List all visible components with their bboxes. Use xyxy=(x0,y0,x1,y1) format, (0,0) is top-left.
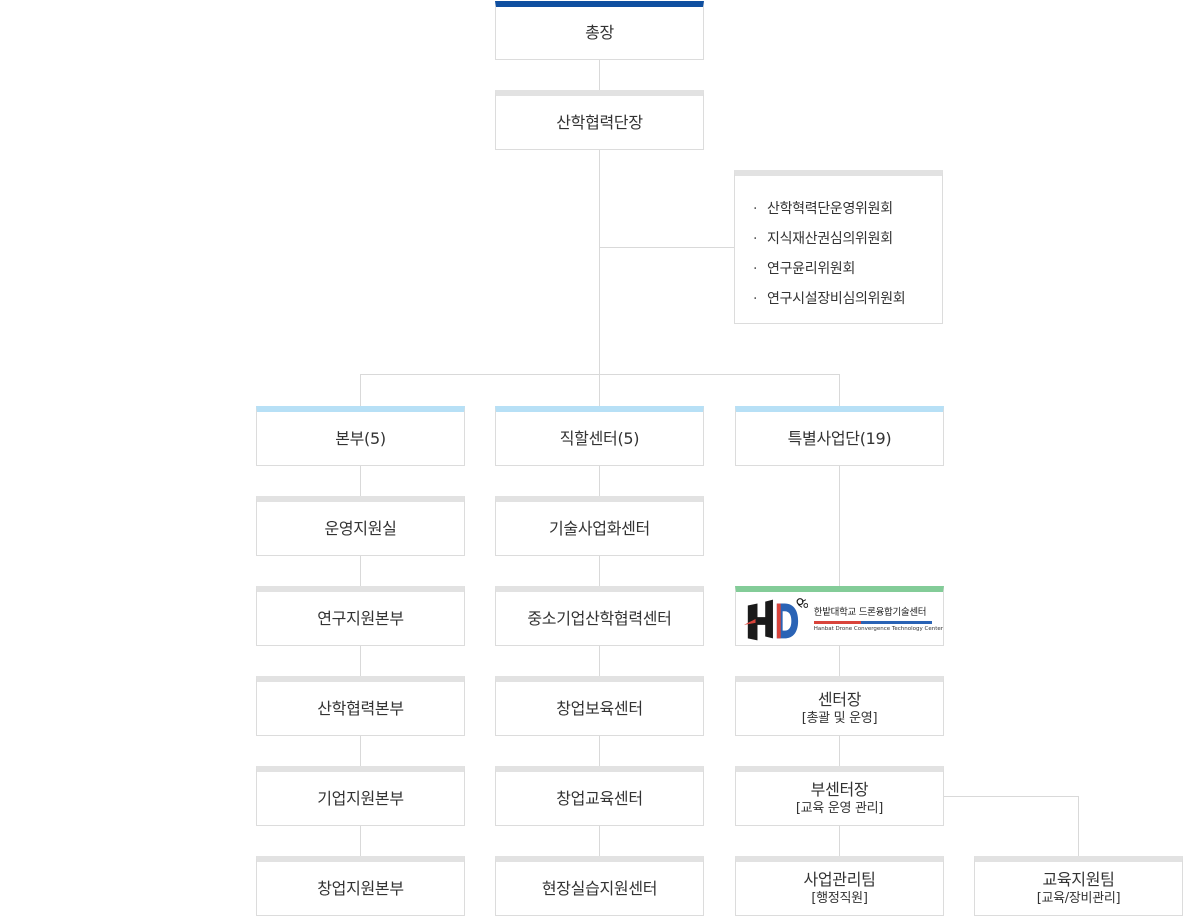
committee-item-label: 지식재산권심의위원회 xyxy=(767,231,893,247)
node-center-item: 창업교육센터 xyxy=(495,766,704,826)
connector-branch-special xyxy=(839,374,840,406)
node-bonbu-item: 기업지원본부 xyxy=(256,766,465,826)
drone-center-logo-subtitle: Hanbat Drone Convergence Technology Cent… xyxy=(813,625,943,632)
committee-item: ·연구윤리위원회 xyxy=(753,261,856,277)
connector-director-main xyxy=(599,150,600,374)
node-center-item-label: 창업교육센터 xyxy=(556,788,643,808)
node-drone-center-logo: 한밭대학교 드론융합기술센터 Hanbat Drone Convergence … xyxy=(735,586,944,646)
drone-center-logo-title: 한밭대학교 드론융합기술센터 xyxy=(813,606,927,618)
connector-centers-column xyxy=(599,466,600,856)
node-admin-team: 사업관리팀 [행정직원] xyxy=(735,856,944,916)
committee-box: ·산학혁력단운영위원회 ·지식재산권심의위원회 ·연구윤리위원회 ·연구시설장비… xyxy=(734,170,943,324)
node-bonbu-item: 산학협력본부 xyxy=(256,676,465,736)
committee-item: ·산학혁력단운영위원회 xyxy=(753,201,893,217)
node-bonbu-item: 운영지원실 xyxy=(256,496,465,556)
drone-center-logo-bar xyxy=(813,620,932,624)
node-industry-director-label: 산학협력단장 xyxy=(556,112,643,132)
node-edu-team-sub: [교육/장비관리] xyxy=(1036,890,1121,906)
committee-item-label: 연구윤리위원회 xyxy=(767,261,856,277)
node-bonbu-item-label: 산학협력본부 xyxy=(317,698,404,718)
node-president-label: 총장 xyxy=(585,23,614,42)
node-centers-header: 직할센터(5) xyxy=(495,406,704,466)
node-center-item: 현장실습지원센터 xyxy=(495,856,704,916)
node-center-item-label: 기술사업화센터 xyxy=(549,518,650,538)
node-bonbu-item-label: 기업지원본부 xyxy=(317,788,404,808)
connector-special-column xyxy=(839,466,840,856)
node-special-header: 특별사업단(19) xyxy=(735,406,944,466)
node-center-item-label: 현장실습지원센터 xyxy=(541,878,658,898)
connector-branch-bonbu xyxy=(360,374,361,406)
node-admin-team-sub: [행정직원] xyxy=(811,890,868,906)
node-center-item: 기술사업화센터 xyxy=(495,496,704,556)
node-bonbu-header-label: 본부(5) xyxy=(335,428,386,448)
connector-vice-edu-vertical xyxy=(1078,796,1079,856)
connector-branch-centers xyxy=(599,374,600,406)
node-bonbu-item: 연구지원본부 xyxy=(256,586,465,646)
node-center-item-label: 창업보육센터 xyxy=(556,698,643,718)
connector-committee xyxy=(599,247,734,248)
node-center-director-sub: [총괄 및 운영] xyxy=(801,710,878,726)
node-center-item: 중소기업산학협력센터 xyxy=(495,586,704,646)
committee-item-label: 연구시설장비심의위원회 xyxy=(767,291,906,307)
node-edu-team: 교육지원팀 [교육/장비관리] xyxy=(974,856,1183,916)
node-bonbu-item-label: 창업지원본부 xyxy=(317,878,404,898)
node-center-director: 센터장 [총괄 및 운영] xyxy=(735,676,944,736)
node-bonbu-item: 창업지원본부 xyxy=(256,856,465,916)
connector-horizontal-branches xyxy=(360,374,840,375)
connector-bonbu-column xyxy=(360,466,361,856)
node-center-item-label: 중소기업산학협력센터 xyxy=(527,608,672,628)
committee-item-label: 산학혁력단운영위원회 xyxy=(767,201,893,217)
node-industry-director: 산학협력단장 xyxy=(495,90,704,150)
node-bonbu-item-label: 연구지원본부 xyxy=(317,608,404,628)
connector-president-director xyxy=(599,60,600,90)
drone-center-logo-icon xyxy=(743,597,808,640)
node-vice-director: 부센터장 [교육 운영 관리] xyxy=(735,766,944,826)
node-centers-header-label: 직할센터(5) xyxy=(559,428,640,448)
node-special-header-label: 특별사업단(19) xyxy=(787,428,892,448)
node-bonbu-item-label: 운영지원실 xyxy=(324,518,397,538)
node-vice-director-sub: [교육 운영 관리] xyxy=(795,800,884,816)
node-bonbu-header: 본부(5) xyxy=(256,406,465,466)
node-vice-director-label: 부센터장 xyxy=(810,779,869,799)
connector-vice-edu-horizontal xyxy=(944,796,1079,797)
node-admin-team-label: 사업관리팀 xyxy=(803,869,876,889)
node-center-item: 창업보육센터 xyxy=(495,676,704,736)
committee-item: ·지식재산권심의위원회 xyxy=(753,231,893,247)
node-president: 총장 xyxy=(495,1,704,60)
node-edu-team-label: 교육지원팀 xyxy=(1042,869,1115,889)
node-center-director-label: 센터장 xyxy=(817,689,862,709)
drone-center-logo-text: 한밭대학교 드론융합기술센터 Hanbat Drone Convergence … xyxy=(813,606,943,633)
committee-item: ·연구시설장비심의위원회 xyxy=(753,291,906,307)
